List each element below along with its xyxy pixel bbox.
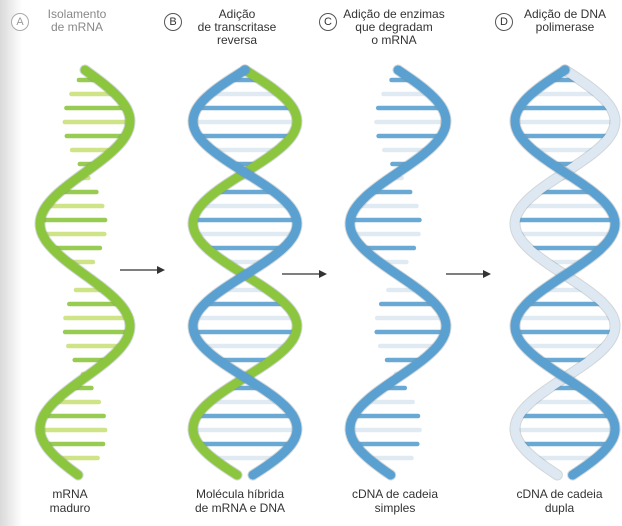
- helix-hybrid: [193, 70, 297, 475]
- caption-mrna: mRNA maduro: [20, 487, 120, 515]
- helix-cdna-double: [515, 70, 615, 475]
- helix-cdna-single: [350, 70, 446, 475]
- arrow-a-to-b: [120, 266, 165, 274]
- arrow-c-to-d: [446, 270, 491, 278]
- helix-mrna: [40, 70, 130, 475]
- caption-cdna-double: cDNA de cadeia dupla: [497, 487, 622, 515]
- caption-hybrid: Molécula híbrida de mRNA e DNA: [170, 487, 310, 515]
- caption-cdna-single: cDNA de cadeia simples: [330, 487, 460, 515]
- arrow-b-to-c: [282, 270, 327, 278]
